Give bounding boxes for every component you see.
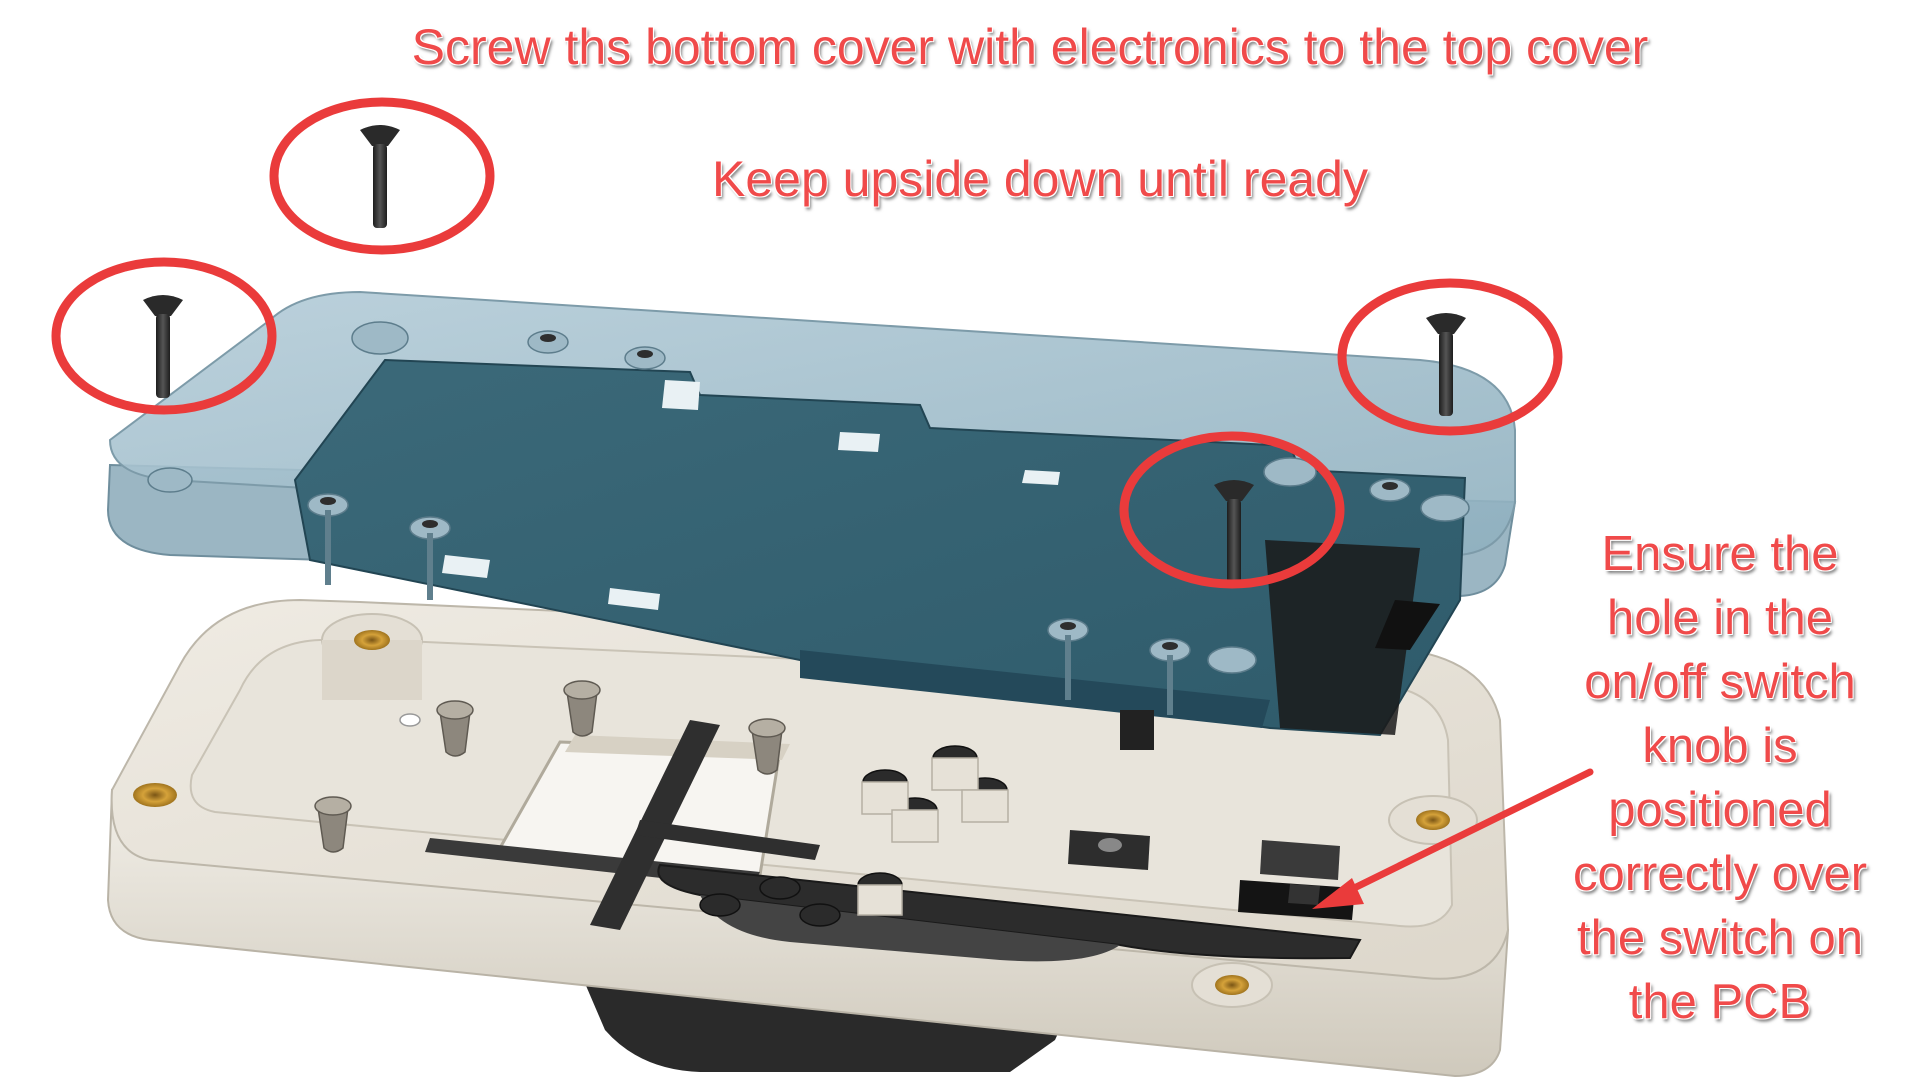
screw-icon: [1426, 313, 1466, 416]
callout-circle: [1337, 278, 1563, 436]
screw-icon: [143, 295, 183, 398]
screw-icon: [360, 125, 400, 228]
switch-annotation: Ensure the hole in the on/off switch kno…: [1520, 522, 1920, 1034]
callout-circle: [269, 97, 495, 255]
subtitle-annotation: Keep upside down until ready: [711, 151, 1368, 207]
callout-circles: [51, 97, 1563, 589]
corner-boss-right: [1388, 795, 1478, 845]
pcb-gaps: [442, 380, 1060, 610]
callout-circle: [51, 257, 277, 415]
battery-slot: [657, 863, 1362, 960]
switch-annotation-line: hole in the: [1606, 591, 1834, 645]
corner-boss-left: [133, 783, 177, 807]
on-off-switch-knob: [1238, 840, 1355, 920]
corner-boss-top-left: [321, 613, 423, 700]
button-cluster: [590, 720, 1009, 930]
callout-circle: [1119, 431, 1345, 589]
switch-annotation-line: correctly over: [1572, 847, 1868, 901]
button-standoffs: [314, 680, 786, 853]
cover-screw-heads: [320, 334, 1398, 650]
cover-connector: [1120, 710, 1154, 750]
cover-standoffs: [147, 321, 1470, 674]
switch-annotation-line: on/off switch: [1584, 655, 1856, 709]
switch-annotation-line: the PCB: [1628, 975, 1812, 1029]
arrow: [1312, 768, 1594, 909]
small-hole: [399, 713, 421, 727]
switch-annotation-line: knob is: [1642, 719, 1798, 773]
corner-boss-bottom: [1191, 962, 1273, 1008]
switch-annotation-line: Ensure the: [1601, 527, 1839, 581]
screw-icon: [1214, 480, 1254, 583]
center-boss: [1068, 830, 1150, 870]
switch-annotation-line: positioned: [1608, 783, 1832, 837]
switch-annotation-line: the switch on: [1577, 911, 1863, 965]
title-annotation: Screw ths bottom cover with electronics …: [411, 19, 1649, 75]
cover-threaded-posts: [325, 510, 1173, 715]
